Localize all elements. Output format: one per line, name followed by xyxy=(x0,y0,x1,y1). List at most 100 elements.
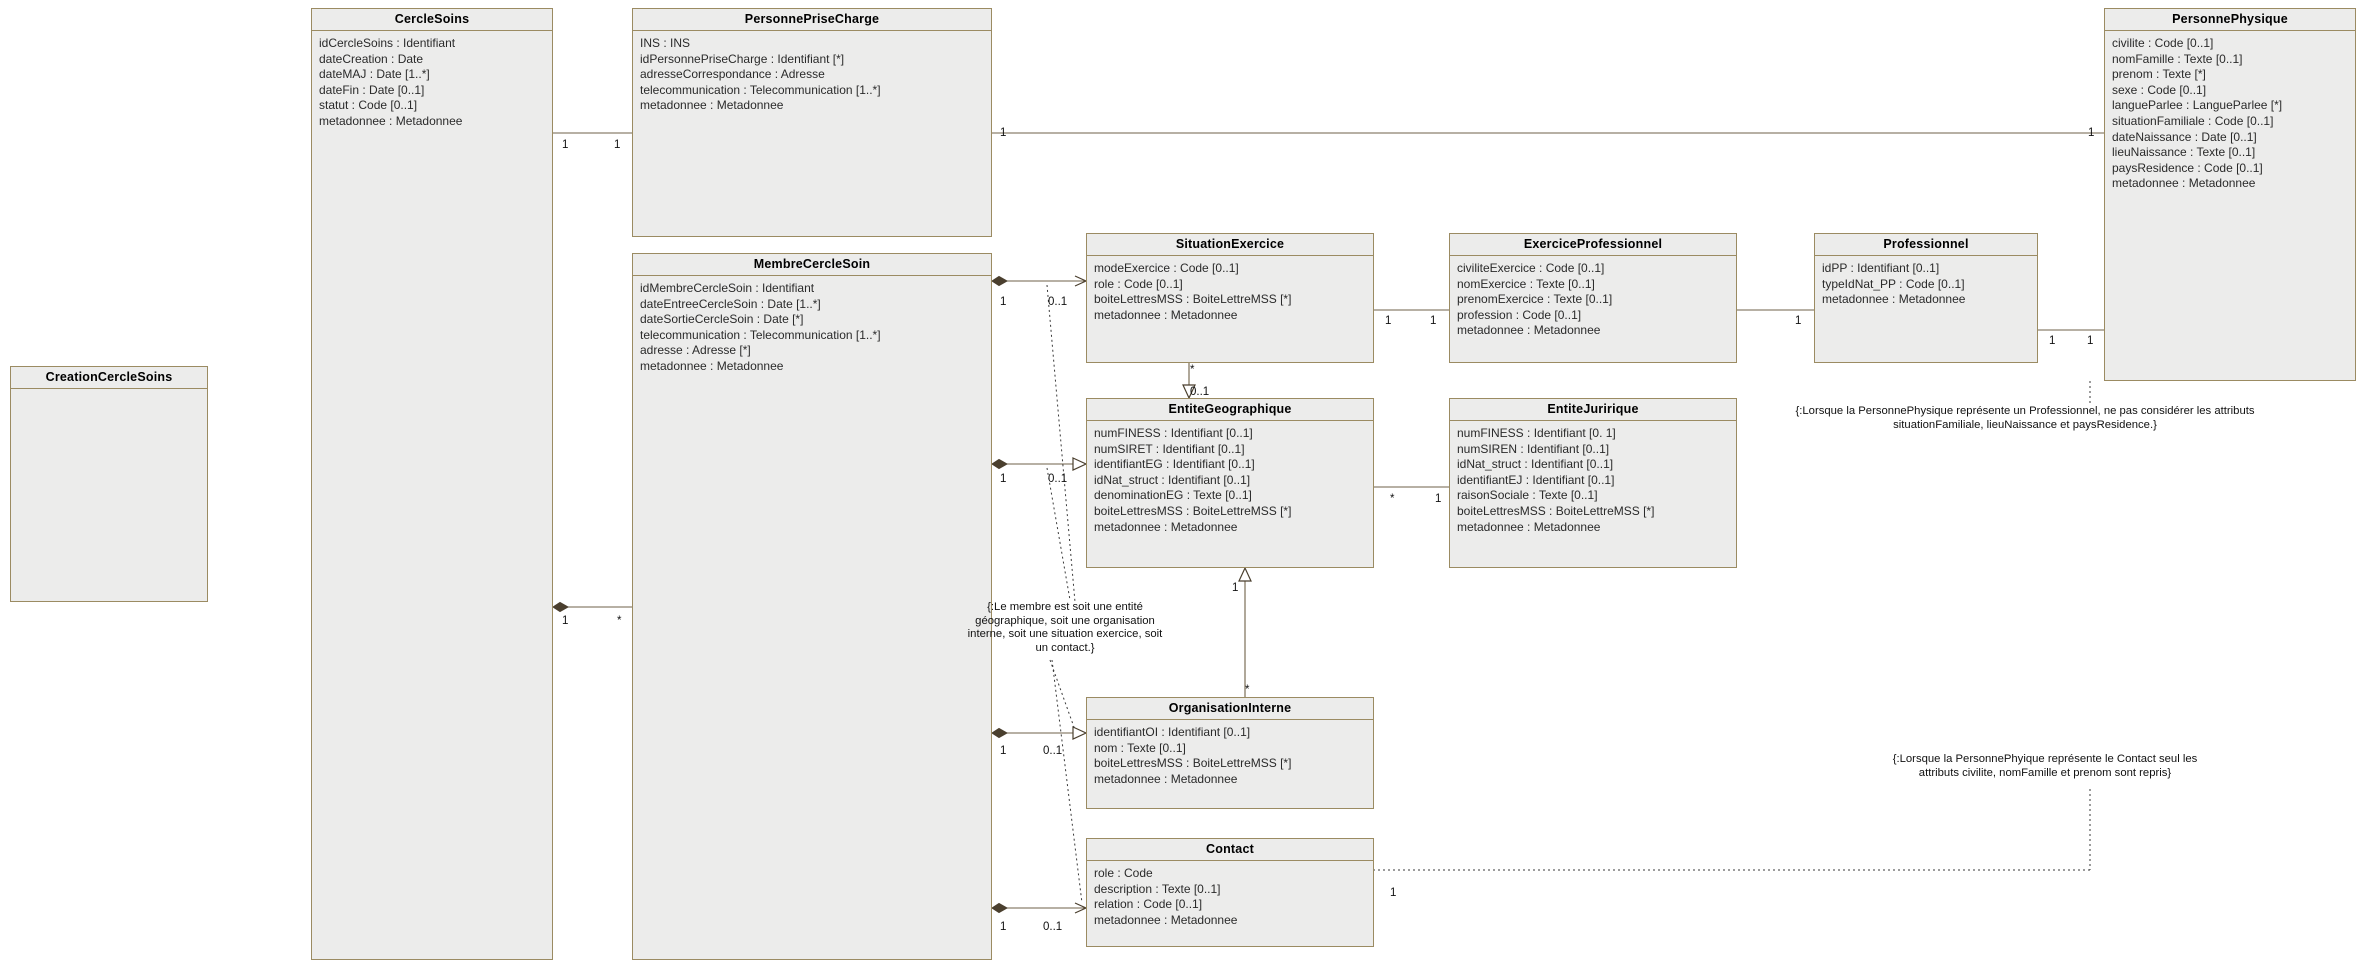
class-attribute: description : Texte [0..1] xyxy=(1094,881,1221,896)
class-title-creationCercleSoins: CreationCercleSoins xyxy=(11,367,207,389)
class-attribute: metadonnee : Metadonnee xyxy=(640,98,784,113)
class-attribute: nom : Texte [0..1] xyxy=(1094,740,1186,755)
constraint-link-entitegeo xyxy=(1046,467,1071,601)
class-attribute: prenomExercice : Texte [0..1] xyxy=(1457,292,1613,307)
class-title-professionnel: Professionnel xyxy=(1815,234,2037,256)
class-attribute: idPersonnePriseCharge : Identifiant [*] xyxy=(640,51,845,66)
class-title-cercleSoins: CercleSoins xyxy=(312,9,552,31)
multiplicity-label-m-cs-ppc-right: 1 xyxy=(614,139,621,151)
multiplicity-label-m-mcs-se-a: 1 xyxy=(1000,296,1007,308)
class-attribute: relation : Code [0..1] xyxy=(1094,897,1203,912)
multiplicity-label-m-cs-mcs-left: 1 xyxy=(562,615,569,627)
class-attribute: idMembreCercleSoin : Identifiant xyxy=(640,281,815,295)
class-attributes-exerciceProfessionnel: civiliteExercice : Code [0..1]nomExercic… xyxy=(1450,256,1736,343)
class-attribute: profession : Code [0..1] xyxy=(1457,307,1582,322)
class-attribute: identifiantEJ : Identifiant [0..1] xyxy=(1457,472,1615,487)
class-attribute: dateCreation : Date xyxy=(319,51,424,66)
class-attributes-personnePhysique: civilite : Code [0..1]nomFamille : Texte… xyxy=(2105,31,2355,196)
class-attribute: dateFin : Date [0..1] xyxy=(319,82,425,97)
class-attribute: dateSortieCercleSoin : Date [*] xyxy=(640,312,804,327)
class-attribute: sexe : Code [0..1] xyxy=(2112,82,2207,97)
class-attributes-creationCercleSoins xyxy=(11,389,207,398)
class-attribute: adresseCorrespondance : Adresse xyxy=(640,67,825,82)
class-attribute: metadonnee : Metadonnee xyxy=(2112,176,2256,191)
class-attribute: boiteLettresMSS : BoiteLettreMSS [*] xyxy=(1457,503,1655,518)
class-attribute: telecommunication : Telecommunication [1… xyxy=(640,327,881,342)
class-attribute: numSIRET : Identifiant [0..1] xyxy=(1094,441,1245,456)
class-title-situationExercice: SituationExercice xyxy=(1087,234,1373,256)
class-attribute: metadonnee : Metadonnee xyxy=(640,358,784,373)
constraint-link-situation xyxy=(1046,284,1076,603)
multiplicity-label-m-eg-ej: * xyxy=(1390,493,1395,505)
class-attribute: metadonnee : Metadonnee xyxy=(1094,912,1238,927)
class-attribute: role : Code xyxy=(1094,866,1153,880)
multiplicity-label-m-eg-ej-r: 1 xyxy=(1435,493,1442,505)
class-title-entiteGeographique: EntiteGeographique xyxy=(1087,399,1373,421)
multiplicity-label-m-pp-right: 1 xyxy=(2088,127,2095,139)
class-attribute: lieuNaissance : Texte [0..1] xyxy=(2112,145,2256,160)
multiplicity-label-m-ep-pr: 1 xyxy=(1795,315,1802,327)
multiplicity-label-m-mcs-eg-b: 0..1 xyxy=(1048,473,1068,485)
class-attribute: metadonnee : Metadonnee xyxy=(1094,771,1238,786)
class-title-contact: Contact xyxy=(1087,839,1373,861)
constraint-link-contact xyxy=(1051,659,1083,904)
class-title-membreCercleSoin: MembreCercleSoin xyxy=(633,254,991,276)
multiplicity-label-m-mcs-eg-a: 1 xyxy=(1000,473,1007,485)
multiplicity-label-m-mcs-oi-a: 1 xyxy=(1000,745,1007,757)
class-attributes-entiteGeographique: numFINESS : Identifiant [0..1]numSIRET :… xyxy=(1087,421,1373,539)
constraint-links xyxy=(1046,284,2091,904)
class-attribute: modeExercice : Code [0..1] xyxy=(1094,261,1239,275)
multiplicity-label-m-mcs-oi-b: 0..1 xyxy=(1043,745,1063,757)
class-attributes-situationExercice: modeExercice : Code [0..1]role : Code [0… xyxy=(1087,256,1373,327)
class-attribute: nomFamille : Texte [0..1] xyxy=(2112,51,2243,66)
uml-class-organisationInterne[interactable]: OrganisationInterne identifiantOI : Ident… xyxy=(1086,697,1374,809)
class-attribute: numFINESS : Identifiant [0..1] xyxy=(1094,426,1253,440)
class-attribute: denominationEG : Texte [0..1] xyxy=(1094,488,1252,503)
class-attribute: metadonnee : Metadonnee xyxy=(1094,307,1238,322)
class-attribute: metadonnee : Metadonnee xyxy=(1094,519,1238,534)
class-attributes-entiteJuririque: numFINESS : Identifiant [0. 1]numSIREN :… xyxy=(1450,421,1736,539)
multiplicity-label-m-se-ep-r: 1 xyxy=(1430,315,1437,327)
constraint-note-note-professionnel: {:Lorsque la PersonnePhysique représente… xyxy=(1795,405,2255,431)
multiplicity-label-m-mcs-se-b: 0..1 xyxy=(1048,296,1068,308)
class-attribute: INS : INS xyxy=(640,36,691,50)
class-attribute: numSIREN : Identifiant [0..1] xyxy=(1457,441,1610,456)
class-attribute: boiteLettresMSS : BoiteLettreMSS [*] xyxy=(1094,292,1292,307)
class-attribute: adresse : Adresse [*] xyxy=(640,343,751,358)
class-attribute: raisonSociale : Texte [0..1] xyxy=(1457,488,1598,503)
uml-class-creationCercleSoins[interactable]: CreationCercleSoins xyxy=(10,366,208,602)
constraint-link-organisation xyxy=(1049,659,1076,731)
multiplicity-label-m-pr-pp-l: 1 xyxy=(2049,335,2056,347)
class-attribute: civiliteExercice : Code [0..1] xyxy=(1457,261,1605,275)
class-attribute: boiteLettresMSS : BoiteLettreMSS [*] xyxy=(1094,503,1292,518)
multiplicity-label-m-pr-pp-r: 1 xyxy=(2087,335,2094,347)
class-attribute: idCercleSoins : Identifiant xyxy=(319,36,456,50)
class-title-personnePhysique: PersonnePhysique xyxy=(2105,9,2355,31)
class-attribute: idPP : Identifiant [0..1] xyxy=(1822,261,1940,275)
class-attribute: numFINESS : Identifiant [0. 1] xyxy=(1457,426,1616,440)
multiplicity-label-m-mcs-ct-a: 1 xyxy=(1000,921,1007,933)
class-attribute: boiteLettresMSS : BoiteLettreMSS [*] xyxy=(1094,756,1292,771)
class-attribute: metadonnee : Metadonnee xyxy=(319,113,463,128)
class-attribute: idNat_struct : Identifiant [0..1] xyxy=(1094,472,1251,487)
class-title-organisationInterne: OrganisationInterne xyxy=(1087,698,1373,720)
class-attribute: dateEntreeCercleSoin : Date [1..*] xyxy=(640,296,821,311)
constraint-note-note-membre: {:Le membre est soit une entité géograph… xyxy=(967,601,1163,654)
class-attribute: role : Code [0..1] xyxy=(1094,276,1183,291)
multiplicity-label-m-cs-mcs-right: * xyxy=(617,615,622,627)
multiplicity-label-m-se-ep-l: 1 xyxy=(1385,315,1392,327)
class-attribute: identifiantOI : Identifiant [0..1] xyxy=(1094,725,1251,739)
